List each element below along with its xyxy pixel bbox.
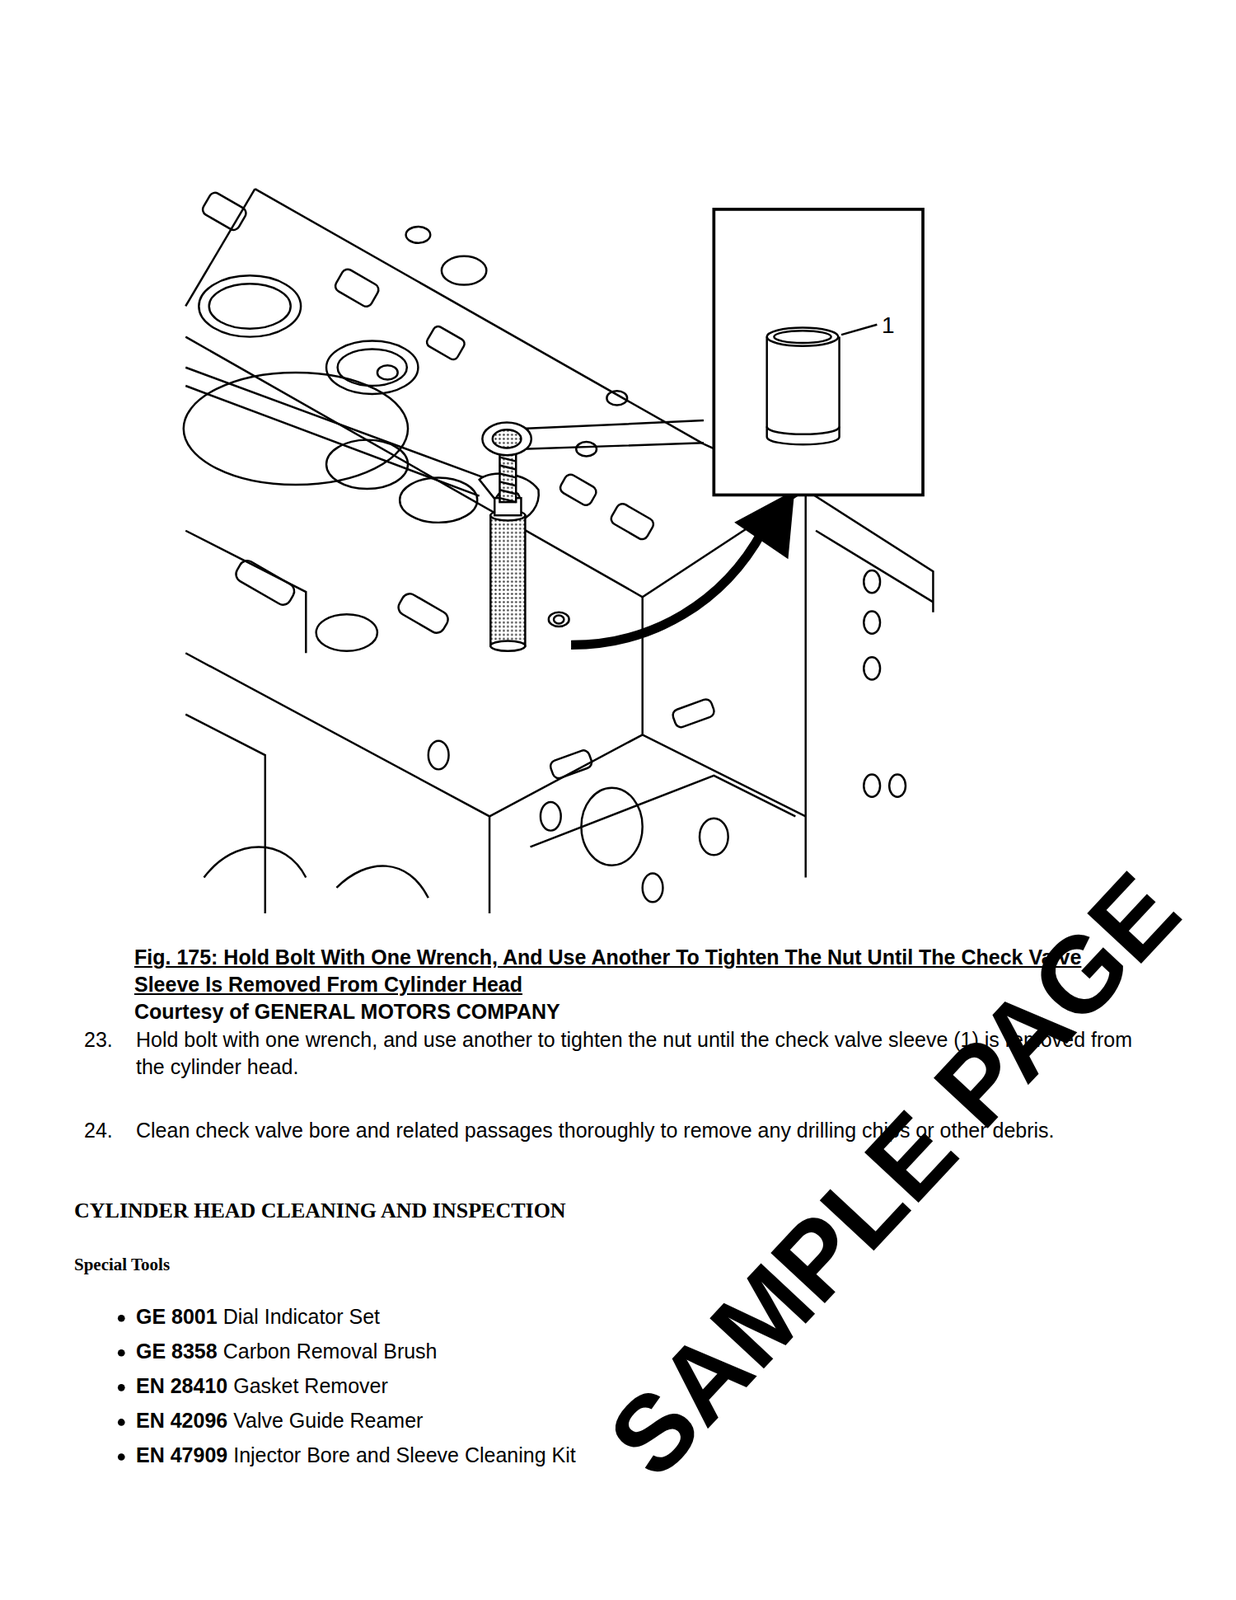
leader-line: [841, 324, 877, 335]
callout-number: 1: [881, 311, 895, 339]
tool-name: Valve Guide Reamer: [233, 1406, 423, 1434]
tool-row: GE 8358Carbon Removal Brush: [135, 1337, 438, 1365]
tool-row: EN 42096Valve Guide Reamer: [135, 1406, 423, 1434]
tool-name: Injector Bore and Sleeve Cleaning Kit: [233, 1441, 576, 1469]
open-end-wrench: [185, 367, 539, 523]
tool-row: EN 28410Gasket Remover: [135, 1371, 389, 1400]
tool-code: EN 47909: [135, 1441, 228, 1469]
check-valve-sleeve: [767, 327, 840, 445]
removal-arrow: [571, 530, 764, 646]
removal-arrowhead: [736, 491, 794, 558]
tool-row: EN 47909Injector Bore and Sleeve Cleanin…: [135, 1441, 576, 1469]
tool-code: GE 8358: [135, 1337, 218, 1365]
step-number: 24.: [84, 1116, 113, 1144]
tool-code: EN 28410: [135, 1371, 228, 1400]
tool-code: GE 8001: [135, 1302, 218, 1330]
box-end-wrench: [482, 420, 704, 455]
tool-name: Carbon Removal Brush: [223, 1337, 438, 1365]
step-number: 23.: [84, 1025, 113, 1054]
head-outline: [185, 188, 933, 913]
subsection-heading: Special Tools: [74, 1250, 569, 1279]
inset-frame: [713, 209, 923, 496]
bullets: [117, 1314, 126, 1461]
tool-name: Dial Indicator Set: [223, 1302, 380, 1330]
tool-row: GE 8001Dial Indicator Set: [135, 1302, 380, 1330]
figure-caption: Fig. 175: Hold Bolt With One Wrench, And…: [134, 943, 1115, 998]
tool-name: Gasket Remover: [233, 1371, 389, 1400]
removal-tool: [490, 449, 525, 651]
tool-code: EN 42096: [135, 1406, 228, 1434]
